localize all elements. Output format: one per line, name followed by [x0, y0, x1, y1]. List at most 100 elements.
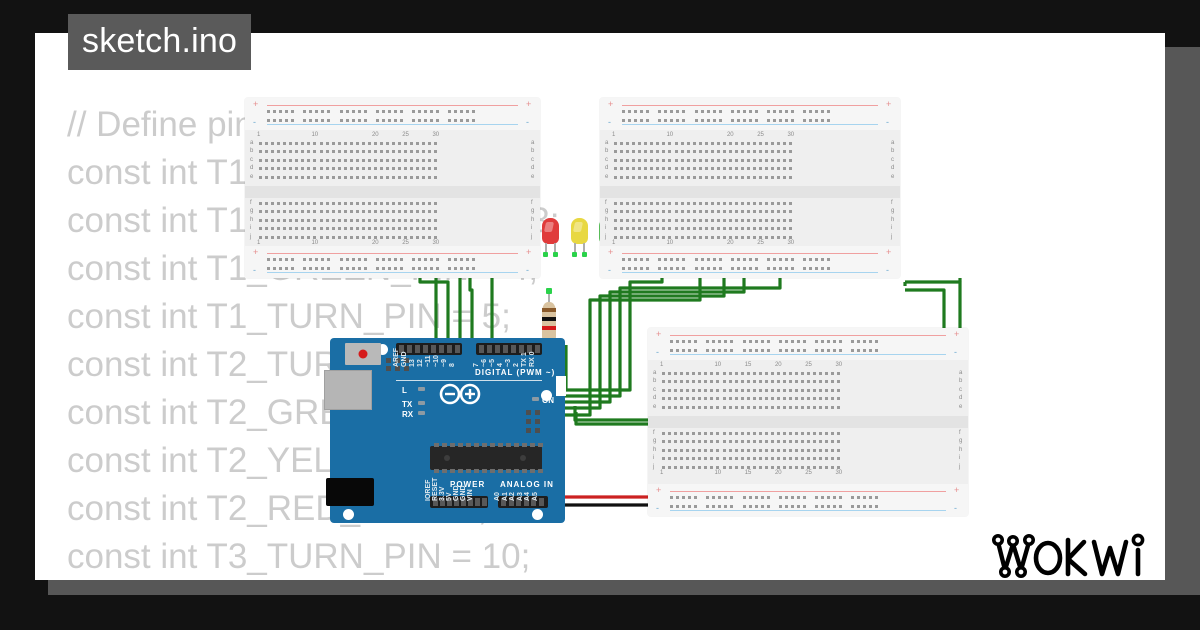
breadboard-hole — [392, 150, 396, 154]
header-pin[interactable] — [447, 498, 452, 506]
header-pin[interactable] — [431, 345, 436, 353]
pin-label: VIN — [467, 489, 474, 501]
breadboard-hole — [265, 142, 269, 145]
row-label: f — [250, 200, 252, 206]
row-label: b — [653, 378, 657, 385]
header-pin[interactable] — [461, 498, 466, 506]
breadboard-hole — [291, 119, 295, 122]
breadboard-hole — [283, 202, 287, 205]
breadboard-hole — [283, 175, 287, 179]
breadboard-hole — [416, 202, 420, 205]
digital-header-8-13[interactable] — [396, 343, 462, 355]
breadboard-hole — [454, 267, 458, 270]
pin-label: ~3 — [505, 359, 512, 367]
breadboard-hole — [790, 340, 794, 343]
breadboard-hole — [815, 505, 818, 508]
breadboard-hole — [680, 372, 684, 375]
breadboard-hole — [706, 119, 710, 122]
breadboard-hole — [680, 432, 684, 435]
breadboard-hole — [656, 167, 660, 171]
header-pin[interactable] — [531, 498, 536, 506]
breadboard-hole — [765, 210, 769, 214]
chip-pin — [522, 443, 527, 447]
breadboard-hole — [712, 110, 716, 113]
breadboard-hole — [736, 258, 740, 261]
header-pin[interactable] — [407, 345, 412, 353]
breadboard-hole — [626, 158, 630, 162]
header-pin[interactable] — [511, 345, 516, 353]
breadboard-hole — [837, 397, 841, 401]
header-pin[interactable] — [399, 345, 404, 353]
rail-line-positive-top — [622, 105, 878, 106]
breadboard-hole — [644, 175, 648, 179]
breadboard-hole — [704, 142, 708, 145]
breadboard-hole — [765, 142, 769, 145]
header-pin[interactable] — [495, 345, 500, 353]
breadboard-hole — [770, 448, 774, 452]
breadboard-hole — [273, 258, 277, 261]
breadboard-hole — [319, 210, 323, 214]
header-pin[interactable] — [433, 498, 438, 506]
breadboard-hole — [434, 210, 438, 214]
breadboard-hole — [704, 457, 708, 461]
chip-pin — [482, 469, 487, 473]
breadboard-hole — [694, 267, 698, 270]
header-pin[interactable] — [439, 345, 444, 353]
breadboard-hole — [698, 448, 702, 452]
header-pin[interactable] — [487, 345, 492, 353]
digital-header-0-7[interactable] — [476, 343, 542, 355]
breadboard-hole — [779, 110, 783, 113]
breadboard-hole — [815, 340, 818, 343]
header-pin[interactable] — [508, 498, 514, 506]
breadboard-hole — [416, 142, 420, 145]
breadboard-hole — [857, 349, 861, 352]
header-pin[interactable] — [415, 345, 420, 353]
header-pin[interactable] — [516, 498, 521, 506]
header-pin[interactable] — [440, 498, 445, 506]
breadboard-hole — [680, 380, 684, 384]
led-red-bulb — [542, 218, 559, 244]
breadboard-hole — [307, 227, 311, 231]
chip-pin — [450, 469, 455, 473]
breadboard-hole — [650, 202, 654, 205]
breadboard-hole — [662, 380, 665, 384]
breadboard-hole — [325, 142, 329, 145]
header-pin[interactable] — [423, 345, 428, 353]
digital-section-label: DIGITAL (PWM ~) — [475, 368, 556, 377]
header-pin[interactable] — [527, 345, 532, 353]
breadboard-hole — [692, 158, 696, 162]
icsp-header-right — [526, 410, 550, 434]
breadboard-hole — [680, 440, 684, 444]
reset-button[interactable] — [345, 343, 381, 365]
breadboard-hole — [728, 202, 732, 205]
analog-header[interactable] — [498, 496, 548, 508]
header-pin[interactable] — [523, 498, 529, 506]
header-pin[interactable] — [535, 345, 540, 353]
breadboard-hole — [704, 175, 708, 179]
breadboard-hole — [664, 110, 668, 113]
breadboard-hole — [789, 235, 793, 239]
breadboard-hole — [722, 158, 726, 162]
header-pin[interactable] — [501, 498, 506, 506]
breadboard-hole — [373, 167, 377, 171]
breadboard-hole — [686, 440, 690, 444]
breadboard-hole — [825, 397, 829, 401]
power-header[interactable] — [430, 496, 488, 508]
header-pin[interactable] — [519, 345, 524, 353]
header-pin[interactable] — [479, 345, 484, 353]
chip-pin — [474, 443, 479, 447]
breadboard-hole — [710, 388, 714, 392]
header-pin[interactable] — [455, 345, 460, 353]
header-pin[interactable] — [503, 345, 508, 353]
breadboard-hole — [680, 448, 684, 452]
breadboard-hole — [422, 227, 426, 231]
breadboard-hole — [710, 372, 714, 375]
header-pin[interactable] — [538, 498, 544, 506]
breadboard-hole — [821, 119, 825, 122]
header-pin[interactable] — [475, 498, 480, 506]
header-pin[interactable] — [468, 498, 473, 506]
header-pin[interactable] — [454, 498, 459, 506]
header-pin[interactable] — [447, 345, 452, 353]
header-pin[interactable] — [482, 498, 487, 506]
